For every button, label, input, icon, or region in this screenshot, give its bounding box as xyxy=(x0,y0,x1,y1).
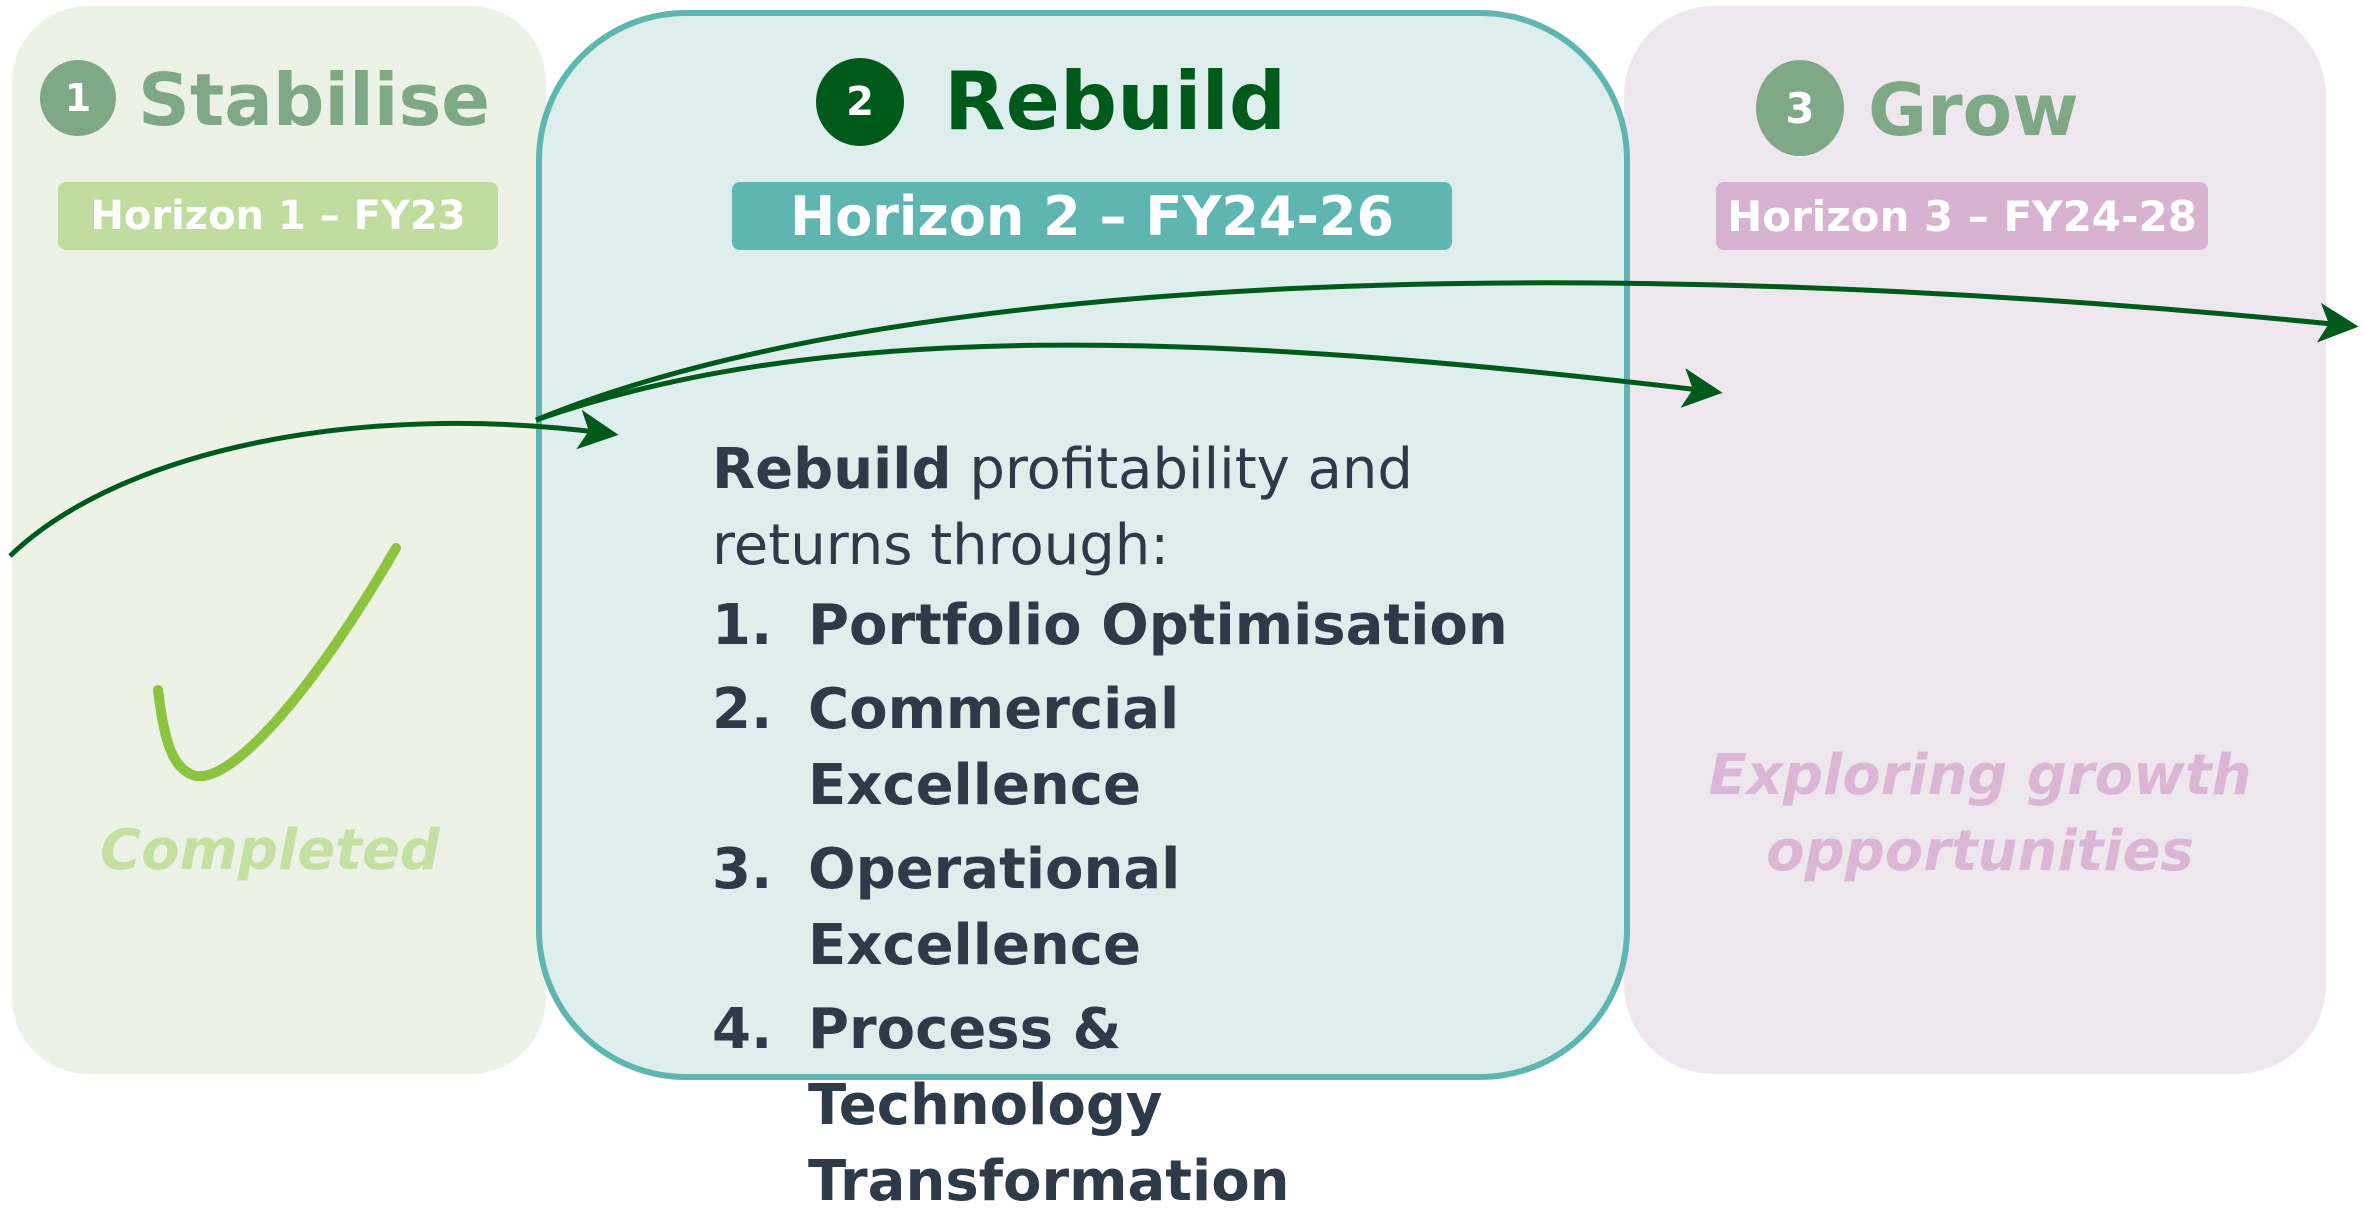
stage-3-horizon-label: Horizon 3 – FY24-28 xyxy=(1716,182,2208,250)
stage-2-horizon-label: Horizon 2 – FY24-26 xyxy=(732,182,1452,250)
pillar-number: 3. xyxy=(712,837,773,902)
rebuild-intro: Rebuild profitability and returns throug… xyxy=(712,432,1472,584)
stage-2-number-badge: 2 xyxy=(816,58,904,146)
rebuild-pillar-list: 1. Portfolio Optimisation 2. Commercial Ex… xyxy=(712,588,1508,1220)
pillar-text: Portfolio Optimisation xyxy=(808,593,1508,658)
stage-2-title: Rebuild xyxy=(944,55,1287,148)
stage-1-title: Stabilise xyxy=(138,58,491,142)
pillar-number: 4. xyxy=(712,997,773,1062)
rebuild-description: Rebuild profitability and returns throug… xyxy=(712,432,1508,1228)
pillar-item: 4. Process & Technology Transformation xyxy=(712,992,1508,1220)
pillar-item: 3. Operational Excellence xyxy=(712,832,1508,984)
pillar-item: 2. Commercial Excellence xyxy=(712,672,1508,824)
pillar-text: Operational Excellence xyxy=(808,837,1181,978)
stage-3-number-badge: 3 xyxy=(1756,60,1844,156)
stage-1-horizon-label: Horizon 1 – FY23 xyxy=(58,182,498,250)
checkmark-icon xyxy=(153,543,401,782)
pillar-item: 1. Portfolio Optimisation xyxy=(712,588,1508,664)
pillar-number: 2. xyxy=(712,677,773,742)
pillar-number: 1. xyxy=(712,593,773,658)
stage-1-number-badge: 1 xyxy=(40,60,116,136)
pillar-text: Commercial Excellence xyxy=(808,677,1180,818)
arrow-into-rebuild xyxy=(8,409,619,558)
progress-arrows xyxy=(8,280,2359,782)
arrow-into-grow xyxy=(535,342,1723,423)
rebuild-intro-bold: Rebuild xyxy=(712,437,952,502)
stage-1-status: Completed xyxy=(99,818,441,883)
pillar-text: Process & Technology Transformation xyxy=(808,997,1290,1214)
stage-3-status: Exploring growth opportunities xyxy=(1708,743,2252,884)
rebuild-intro-rest: profitability and returns through: xyxy=(712,437,1413,578)
stage-3-title: Grow xyxy=(1868,68,2079,152)
arrow-beyond-grow xyxy=(535,280,2359,423)
